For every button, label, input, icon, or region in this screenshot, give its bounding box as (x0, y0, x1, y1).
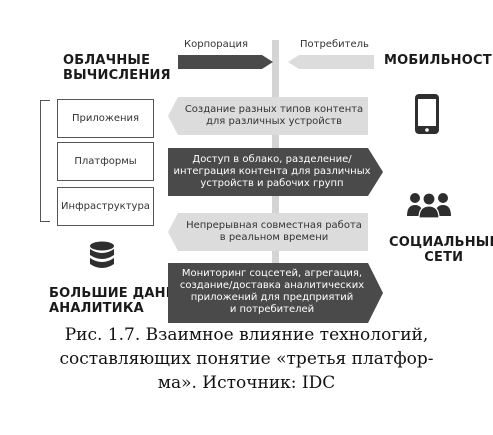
arrow-collaboration (168, 213, 368, 251)
arrow-cloud-access (168, 148, 383, 196)
bigdata-heading: БОЛЬШИЕ ДАННЫЕ АНАЛИТИКА (49, 286, 200, 316)
arrow-social-monitoring-text: Мониторинг соцсетей, агрегация, создание… (179, 268, 365, 315)
social-heading: СОЦИАЛЬНЫЕ СЕТИ (389, 235, 493, 265)
figure-caption: Рис. 1.7. Взаимное влияние технологий, с… (59, 325, 434, 393)
platforms-box: Платформы (57, 142, 154, 181)
corporation-arrow (178, 55, 273, 69)
database-icon (90, 241, 114, 268)
arrow-social-monitoring (168, 263, 383, 323)
arrow-content-creation-text: Создание разных типов контента для разли… (184, 104, 364, 127)
mobility-heading: МОБИЛЬНОСТЬ (384, 53, 493, 68)
corporation-label: Корпорация (184, 39, 249, 50)
arrow-content-creation (168, 97, 368, 135)
applications-box: Приложения (57, 99, 154, 138)
infrastructure-box: Инфраструктура (57, 187, 154, 226)
arrow-cloud-access-text: Доступ в облако, разделение/ интеграция … (173, 154, 371, 189)
consumer-label: Потребитель (300, 39, 369, 50)
people-icon (407, 192, 451, 219)
consumer-arrow (288, 55, 374, 69)
cloud-heading: ОБЛАЧНЫЕ ВЫЧИСЛЕНИЯ (63, 53, 171, 83)
arrow-collaboration-text: Непрерывная совместная работа в реальном… (186, 220, 362, 243)
cloud-bracket (40, 100, 50, 222)
smartphone-icon (415, 94, 439, 134)
